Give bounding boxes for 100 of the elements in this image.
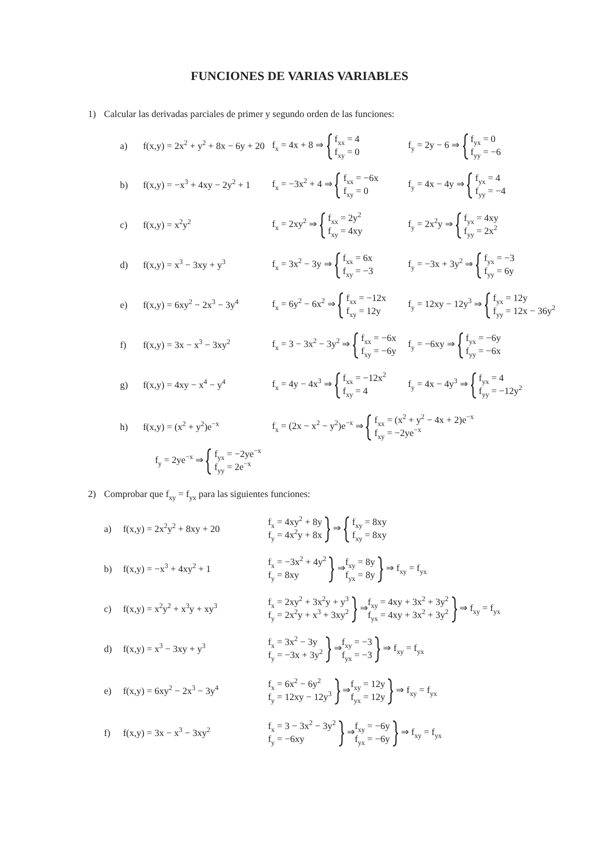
derivative-formula: f$_{x}$ = 2xy$^{2}$ + 3x$^{2}$y + y$^{3}$ (268, 596, 349, 610)
problem-number: 1) (88, 109, 96, 122)
item-letter: c) (104, 604, 112, 617)
function-formula: f(x,y) = −x$^{3}$ + 4xy − 2y$^{2}$ + 1 (143, 180, 250, 193)
function-formula: f(x,y) = x$^{2}$y$^{2}$ + x$^{3}$y + xy$^{3}$ (123, 604, 218, 617)
derivative-formula: f$_{yx}$ = 4xy + 3x$^{2}$ + 3y$^{2}$ (368, 610, 448, 622)
derivative-formula: f$_{yx}$ = 4xy (464, 212, 498, 226)
implies-symbol: ⇒ (342, 686, 351, 696)
derivative-formula: f$_{yx}$ = 4 (478, 372, 505, 386)
derivative-formula: f$_{xy}$ = 4xy + 3x$^{2}$ + 3y$^{2}$ (368, 596, 448, 610)
page-title: FUNCIONES DE VARIAS VARIABLES (190, 70, 410, 83)
problem-number: 2) (88, 489, 96, 502)
derivative-formula: f$_{xy}$ = −6y (354, 720, 390, 734)
function-formula: f(x,y) = x$^{3}$ − 3xy + y$^{3}$ (143, 260, 226, 273)
conclusion-formula: ⇒ f$_{xy}$ = f$_{yx}$ (383, 643, 424, 656)
derivative-formula: f$_{y}$ = 4x − 4y$^{3}$ ⇒ (408, 379, 468, 392)
derivative-formula: f$_{yy}$ = −6x (466, 346, 501, 358)
derivative-formula: f$_{y}$ = −6xy ⇒ (408, 339, 455, 352)
derivative-formula: f$_{x}$ = 4y − 4x$^{3}$ ⇒ (272, 379, 332, 392)
item-letter: e) (104, 686, 112, 699)
derivative-formula: f$_{xx}$ = (x$^{2}$ + y$^{2}$ − 4x + 2)e$^{−x}$ (374, 414, 474, 428)
derivative-formula: f$_{x}$ = −3x$^{2}$ + 4y$^{2}$ (268, 556, 326, 570)
derivative-formula: f$_{yy}$ = −6 (470, 146, 501, 160)
item-letter: d) (120, 260, 128, 273)
derivative-formula: f$_{yx}$ = 8y (345, 570, 376, 582)
derivative-formula: f$_{x}$ = (2x − x$^{2}$ − y$^{2}$)e$^{−x}$ ⇒ (272, 421, 364, 434)
derivative-formula: f$_{xx}$ = −12x (346, 292, 386, 306)
derivative-formula: f$_{x}$ = 3x$^{2}$ − 3y (268, 636, 318, 650)
derivative-formula: f$_{x}$ = −3x$^{2}$ + 4 ⇒ (272, 179, 332, 192)
derivative-formula: f$_{xx}$ = −6x (343, 172, 379, 186)
item-letter: h) (120, 422, 128, 435)
derivative-formula: f$_{yx}$ = 12y (350, 692, 386, 704)
derivative-formula: f$_{xy}$ = −3 (342, 266, 374, 278)
derivative-formula: f$_{xy}$ = 4xy (328, 226, 362, 238)
derivative-formula: f$_{yx}$ = 0 (470, 134, 497, 146)
function-formula: f(x,y) = 3x − x$^{3}$ − 3xy$^{2}$ (123, 728, 210, 741)
derivative-formula: f$_{xy}$ = 8xy (352, 530, 387, 542)
derivative-formula: f$_{xy}$ = 12y (350, 678, 386, 692)
instruction-text: Comprobar que f$_{xy}$ = f$_{yx}$ para las siguientes funciones: (104, 489, 310, 502)
derivative-formula: f$_{x}$ = 6y$^{2}$ − 6x$^{2}$ ⇒ (272, 299, 336, 312)
derivative-formula: f$_{x}$ = 4xy$^{2}$ + 8y (268, 516, 322, 530)
derivative-formula: f$_{x}$ = 6x$^{2}$ − 6y$^{2}$ (268, 678, 322, 692)
derivative-formula: f$_{y}$ = 2x$^{2}$y + x$^{3}$ + 3xy$^{2}$ (268, 610, 349, 622)
implies-symbol: ⇒ (360, 604, 368, 614)
derivative-formula: f$_{xy}$ = −3 (342, 636, 372, 650)
function-formula: f(x,y) = −x$^{3}$ + 4xy$^{2}$ + 1 (123, 564, 211, 577)
conclusion-formula: ⇒ f$_{xy}$ = f$_{yx}$ (396, 685, 437, 698)
derivative-formula: f$_{yy}$ = 2e$^{−x}$ (214, 462, 252, 474)
implies-symbol: ⇒ (337, 564, 346, 574)
derivative-formula: f$_{xy}$ = 8y (345, 556, 376, 570)
function-formula: f(x,y) = 4xy − x$^{4}$ − y$^{4}$ (143, 380, 226, 393)
instruction-text: Calcular las derivadas parciales de primer y segundo orden de las funciones: (104, 109, 394, 122)
implies-symbol: ⇒ (334, 644, 342, 654)
derivative-formula: f$_{y}$ = −3x + 3y$^{2}$ (268, 650, 323, 662)
item-letter: e) (120, 300, 128, 313)
derivative-formula: f$_{xx}$ = 2y$^{2}$ (328, 212, 362, 226)
derivative-formula: f$_{x}$ = 3 − 3x$^{2}$ − 3y$^{2}$ (268, 720, 336, 734)
item-letter: c) (120, 220, 128, 233)
conclusion-formula: ⇒ f$_{xy}$ = f$_{yx}$ (386, 563, 427, 576)
derivative-formula: f$_{xy}$ = 12y (346, 306, 382, 318)
item-letter: f) (104, 728, 110, 741)
derivative-formula: f$_{yy}$ = 12x − 36y$^{2}$ (493, 306, 556, 318)
derivative-formula: f$_{y}$ = 12xy − 12y$^{3}$ (268, 692, 332, 704)
derivative-formula: f$_{yx}$ = −3 (484, 252, 515, 266)
item-letter: a) (120, 141, 128, 154)
derivative-formula: f$_{y}$ = −6xy (268, 734, 306, 746)
item-letter: b) (120, 180, 128, 193)
derivative-formula: f$_{yx}$ = 4 (475, 172, 502, 186)
derivative-formula: f$_{y}$ = 2ye$^{−x}$ ⇒ (155, 455, 204, 468)
function-formula: f(x,y) = x$^{2}$y$^{2}$ (143, 220, 191, 233)
derivative-formula: f$_{yx}$ = −6y (354, 734, 390, 746)
function-formula: f(x,y) = 2x$^{2}$ + y$^{2}$ + 8x − 6y + 20 (143, 141, 265, 154)
derivative-formula: f$_{xy}$ = 4 (342, 386, 369, 398)
function-formula: f(x,y) = 2x$^{2}$y$^{2}$ + 8xy + 20 (123, 524, 220, 537)
derivative-formula: f$_{y}$ = −3x + 3y$^{2}$ ⇒ (408, 259, 474, 272)
derivative-formula: f$_{x}$ = 2xy$^{2}$ ⇒ (272, 219, 317, 232)
derivative-formula: f$_{xy}$ = −2ye$^{−x}$ (374, 428, 422, 440)
derivative-formula: f$_{y}$ = 8xy (268, 570, 300, 582)
derivative-formula: f$_{y}$ = 2y − 6 ⇒ (408, 140, 460, 153)
item-letter: b) (104, 564, 112, 577)
item-letter: a) (104, 524, 112, 537)
function-formula: f(x,y) = 3x − x$^{3}$ − 3xy$^{2}$ (143, 340, 230, 353)
item-letter: f) (120, 340, 126, 353)
derivative-formula: f$_{yx}$ = −6y (466, 332, 501, 346)
derivative-formula: f$_{xy}$ = 8xy (352, 516, 387, 530)
derivative-formula: f$_{xy}$ = −6y (361, 346, 396, 358)
item-letter: g) (120, 380, 128, 393)
derivative-formula: f$_{yx}$ = 12y (493, 292, 529, 306)
implies-symbol: ⇒ (346, 728, 355, 738)
derivative-formula: f$_{yy}$ = −4 (475, 186, 506, 198)
implies-symbol: ⇒ (333, 523, 342, 536)
function-formula: f(x,y) = 6xy$^{2}$ − 2x$^{3}$ − 3y$^{4}$ (123, 686, 218, 699)
function-formula: f(x,y) = 6xy$^{2}$ − 2x$^{3}$ − 3y$^{4}$ (143, 300, 238, 313)
derivative-formula: f$_{yx}$ = −2ye$^{−x}$ (214, 448, 262, 462)
derivative-formula: f$_{x}$ = 3 − 3x$^{2}$ − 3y$^{2}$ ⇒ (272, 339, 350, 352)
derivative-formula: f$_{yy}$ = 2x$^{2}$ (464, 226, 498, 238)
derivative-formula: f$_{y}$ = 2x$^{2}$y ⇒ (408, 219, 453, 232)
derivative-formula: f$_{x}$ = 4x + 8 ⇒ (272, 140, 324, 153)
derivative-formula: f$_{xx}$ = −6x (361, 332, 396, 346)
conclusion-formula: ⇒ f$_{xy}$ = f$_{yx}$ (460, 603, 500, 616)
